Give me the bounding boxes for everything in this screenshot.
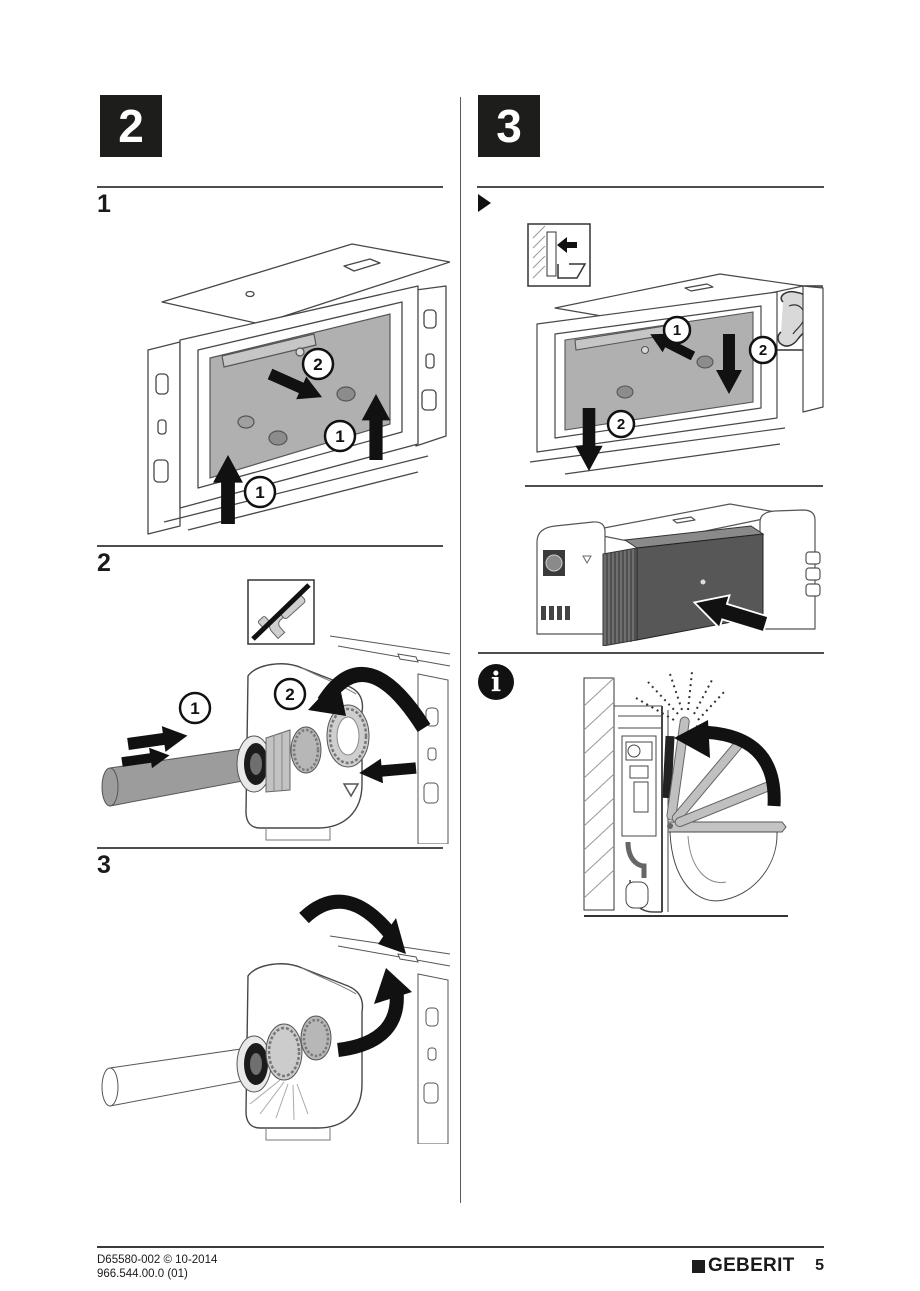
callout-1-right: 1 <box>323 419 357 453</box>
article-number: 966.544.00.0 (01) <box>97 1267 188 1280</box>
svg-text:2: 2 <box>313 355 322 374</box>
figure-engage-plate: 1 2 2 <box>525 222 825 480</box>
svg-text:1: 1 <box>673 322 681 339</box>
callout-2: 2 <box>273 677 307 711</box>
wall-section <box>583 677 615 911</box>
svg-text:1: 1 <box>190 699 199 718</box>
align-mark <box>342 783 360 798</box>
geberit-logo-text: GEBERIT <box>708 1255 795 1276</box>
rotate-arrow-bottom-head <box>374 968 412 1004</box>
rotate-arrow-top-head <box>378 918 406 954</box>
water-pipe <box>101 1047 249 1107</box>
housing-lines <box>265 967 357 1141</box>
protection-box <box>602 525 765 646</box>
figure-connect-pipe: 1 2 <box>98 578 450 844</box>
figure-insert-protection-box <box>525 494 823 646</box>
substep-1-label: 1 <box>97 190 111 218</box>
rotate-arrow-bottom <box>337 985 404 1057</box>
callout-1: 1 <box>178 691 212 725</box>
substep-2-rule <box>97 545 443 547</box>
callout-2: 2 <box>301 347 335 381</box>
callout-1: 1 <box>662 315 692 345</box>
section-2-rule <box>97 186 443 188</box>
pipe-fitting <box>236 704 370 793</box>
fold-arrow <box>695 725 781 807</box>
pipe-fitting <box>236 1015 332 1093</box>
highlight-rays <box>635 671 725 721</box>
svg-text:1: 1 <box>335 427 344 446</box>
concealed-cistern-section <box>614 705 669 913</box>
callout-2-left: 2 <box>606 409 636 439</box>
section-2-badge: 2 <box>100 95 162 157</box>
pull-left-arrow <box>358 755 418 786</box>
footer-rule <box>97 1246 824 1248</box>
svg-text:1: 1 <box>255 483 264 502</box>
column-divider <box>460 97 461 1203</box>
wall-clearance-icon <box>527 223 591 287</box>
svg-text:2: 2 <box>285 685 294 704</box>
page-number: 5 <box>815 1257 824 1274</box>
rotate-arrow-head <box>308 678 346 716</box>
protection-plate <box>564 311 754 431</box>
info-icon: i <box>478 664 514 700</box>
footer-brand-area: GEBERIT 5 <box>692 1255 824 1277</box>
cistern-edge <box>329 635 450 844</box>
toilet <box>667 821 787 902</box>
section-2-number: 2 <box>118 100 144 152</box>
section-3-rule <box>477 186 824 188</box>
spray-lines <box>249 1079 309 1121</box>
rotate-arrow-top <box>299 894 398 941</box>
geberit-logo: GEBERIT <box>692 1255 795 1277</box>
figure-tighten-nut <box>98 892 450 1144</box>
right-rule-2 <box>525 485 823 487</box>
figure-lid-clearance-note <box>578 666 793 928</box>
cistern-body <box>536 503 821 635</box>
geberit-logo-square <box>692 1259 705 1273</box>
substep-3-rule <box>97 847 443 849</box>
svg-text:2: 2 <box>617 416 625 433</box>
left-tower-details <box>541 550 592 620</box>
doc-code: D65580-002 © 10-2014 <box>97 1254 218 1266</box>
section-3-badge: 3 <box>478 95 540 157</box>
figure-insert-protection-plate: 1 1 2 <box>128 224 450 536</box>
no-pipe-wrench-icon <box>247 579 315 645</box>
section-3-number: 3 <box>496 100 522 152</box>
fold-arrow-head <box>674 720 710 758</box>
svg-text:2: 2 <box>759 342 767 359</box>
substep-3-label: 3 <box>97 851 111 879</box>
right-rule-3 <box>478 652 824 654</box>
play-marker-icon <box>478 194 491 212</box>
callout-2-right: 2 <box>748 335 778 365</box>
substep-2-label: 2 <box>97 549 111 577</box>
cistern-edge <box>329 935 450 1144</box>
water-pipe <box>101 747 249 807</box>
footer-doc-info: D65580-002 © 10-2014 966.544.00.0 (01) <box>97 1254 217 1281</box>
callout-1-left: 1 <box>243 475 277 509</box>
